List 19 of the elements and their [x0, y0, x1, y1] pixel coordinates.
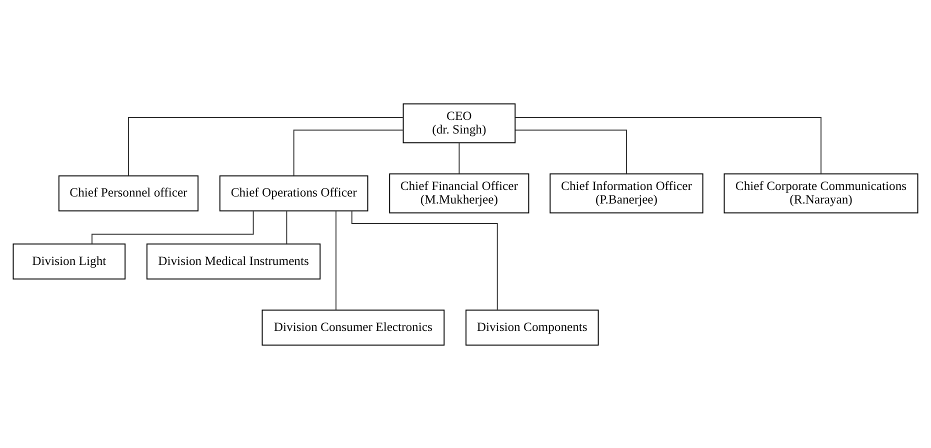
connector [92, 210, 254, 244]
connector [335, 210, 336, 310]
node-box: Chief Operations Officer [219, 174, 368, 211]
connector [128, 116, 404, 176]
connector [351, 210, 498, 310]
node-box: Division Components [466, 309, 599, 346]
connector [514, 129, 627, 174]
connector [514, 116, 822, 174]
connector [293, 129, 404, 176]
node-box: Chief Information Officer (P.Banerjee) [550, 172, 704, 213]
node-box: CEO (dr. Singh) [402, 102, 516, 143]
node-box: Division Light [12, 242, 126, 279]
connector [458, 142, 460, 174]
node-box: Division Consumer Electronics [262, 309, 445, 346]
connector [286, 210, 288, 244]
node-box: Chief Personnel officer [58, 174, 198, 211]
node-box: Chief Corporate Communications (R.Narayan) [724, 172, 918, 213]
node-box: Chief Financial Officer (M.Mukherjee) [389, 172, 530, 213]
node-box: Division Medical Instruments [146, 242, 321, 279]
